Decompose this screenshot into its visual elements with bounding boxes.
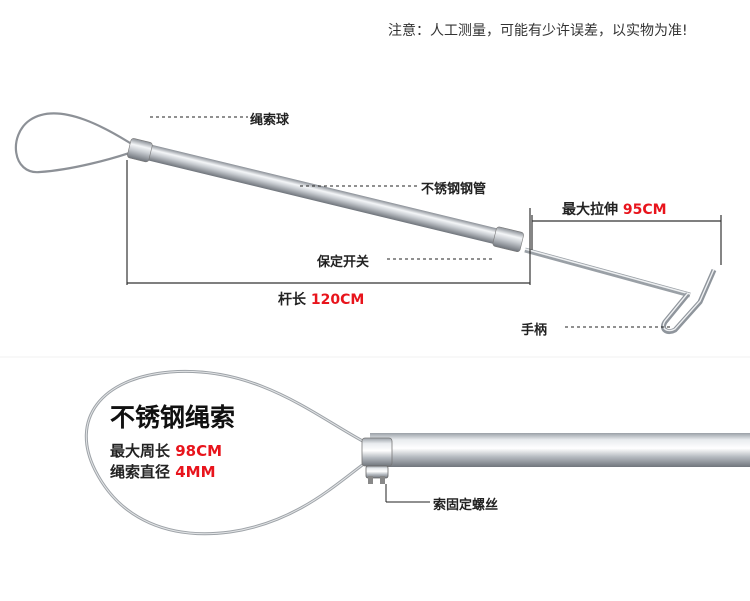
detail-product-illustration [84, 369, 750, 536]
pole-length-text: 杆长 [278, 292, 306, 308]
lock-switch-label: 保定开关 [317, 255, 370, 270]
max-circumference-spec: 最大周长 98CM [110, 440, 222, 461]
rope-diameter-text: 绳索直径 [110, 463, 171, 481]
max-stretch-value: 95CM [622, 202, 667, 218]
detail-title: 不锈钢绳索 [110, 403, 236, 432]
rope-diameter-spec: 绳索直径 4MM [110, 461, 216, 482]
handle-label: 手柄 [521, 323, 548, 338]
top-product-illustration [14, 112, 717, 335]
max-circumference-text: 最大周长 [110, 442, 171, 460]
measurement-note: 注意：人工测量，可能有少许误差，以实物为准! [388, 23, 688, 39]
pole-length-dimension [126, 160, 531, 285]
max-stretch-label: 最大拉伸 95CM [562, 199, 667, 219]
steel-tube-label: 不锈钢钢管 [421, 182, 487, 197]
max-stretch-dimension [531, 215, 722, 265]
rope-loop-label: 绳索球 [250, 113, 290, 128]
callout-lines [150, 116, 672, 328]
max-circumference-value: 98CM [175, 442, 223, 460]
screw-label: 索固定螺丝 [433, 498, 499, 513]
screw-callout [385, 484, 430, 503]
pole-length-value: 120CM [310, 292, 365, 308]
rope-diameter-value: 4MM [175, 463, 216, 481]
pole-length-label: 杆长 120CM [278, 289, 364, 309]
max-stretch-text: 最大拉伸 [562, 202, 618, 218]
